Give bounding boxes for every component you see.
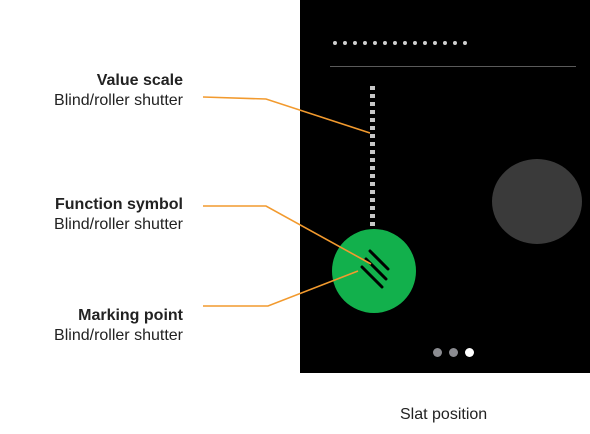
scale-tick: [370, 198, 375, 202]
slat-lines-icon: [360, 249, 390, 289]
top-dotted-indicator: [333, 41, 473, 47]
scale-tick: [370, 182, 375, 186]
value-scale-title: Value scale: [96, 72, 183, 89]
top-dot: [413, 41, 417, 45]
scale-tick: [370, 118, 375, 122]
top-dot: [333, 41, 337, 45]
top-dot: [463, 41, 467, 45]
top-dot: [443, 41, 447, 45]
round-button-icon[interactable]: [492, 159, 582, 244]
top-dot: [373, 41, 377, 45]
scale-tick: [370, 222, 375, 226]
scale-tick: [370, 86, 375, 90]
scale-tick: [370, 126, 375, 130]
value-scale-subtitle: Blind/roller shutter: [54, 92, 183, 109]
function-symbol-subtitle: Blind/roller shutter: [54, 216, 183, 233]
value-scale: [370, 86, 375, 236]
top-dot: [383, 41, 387, 45]
function-symbol-label: Function symbol Blind/roller shutter: [0, 195, 183, 235]
scale-tick: [370, 214, 375, 218]
scale-tick: [370, 150, 375, 154]
top-dot: [353, 41, 357, 45]
caption: Slat position: [400, 406, 488, 423]
divider: [330, 66, 576, 67]
page-dot[interactable]: [465, 348, 474, 357]
top-dot: [453, 41, 457, 45]
scale-tick: [370, 110, 375, 114]
scale-tick: [370, 142, 375, 146]
marking-point-knob[interactable]: [332, 229, 416, 313]
scale-tick: [370, 102, 375, 106]
device-screen: [300, 0, 590, 373]
scale-tick: [370, 158, 375, 162]
scale-tick: [370, 166, 375, 170]
scale-tick: [370, 174, 375, 178]
scale-tick: [370, 94, 375, 98]
value-scale-label: Value scale Blind/roller shutter: [0, 71, 183, 111]
marking-point-label: Marking point Blind/roller shutter: [0, 306, 183, 346]
top-dot: [423, 41, 427, 45]
page-dot[interactable]: [433, 348, 442, 357]
marking-point-subtitle: Blind/roller shutter: [54, 327, 183, 344]
top-dot: [343, 41, 347, 45]
top-dot: [433, 41, 437, 45]
page-indicator[interactable]: [433, 348, 479, 358]
top-dot: [403, 41, 407, 45]
scale-tick: [370, 134, 375, 138]
scale-tick: [370, 190, 375, 194]
page-dot[interactable]: [449, 348, 458, 357]
top-dot: [363, 41, 367, 45]
scale-tick: [370, 206, 375, 210]
top-dot: [393, 41, 397, 45]
marking-point-title: Marking point: [78, 307, 183, 324]
function-symbol-title: Function symbol: [55, 196, 183, 213]
